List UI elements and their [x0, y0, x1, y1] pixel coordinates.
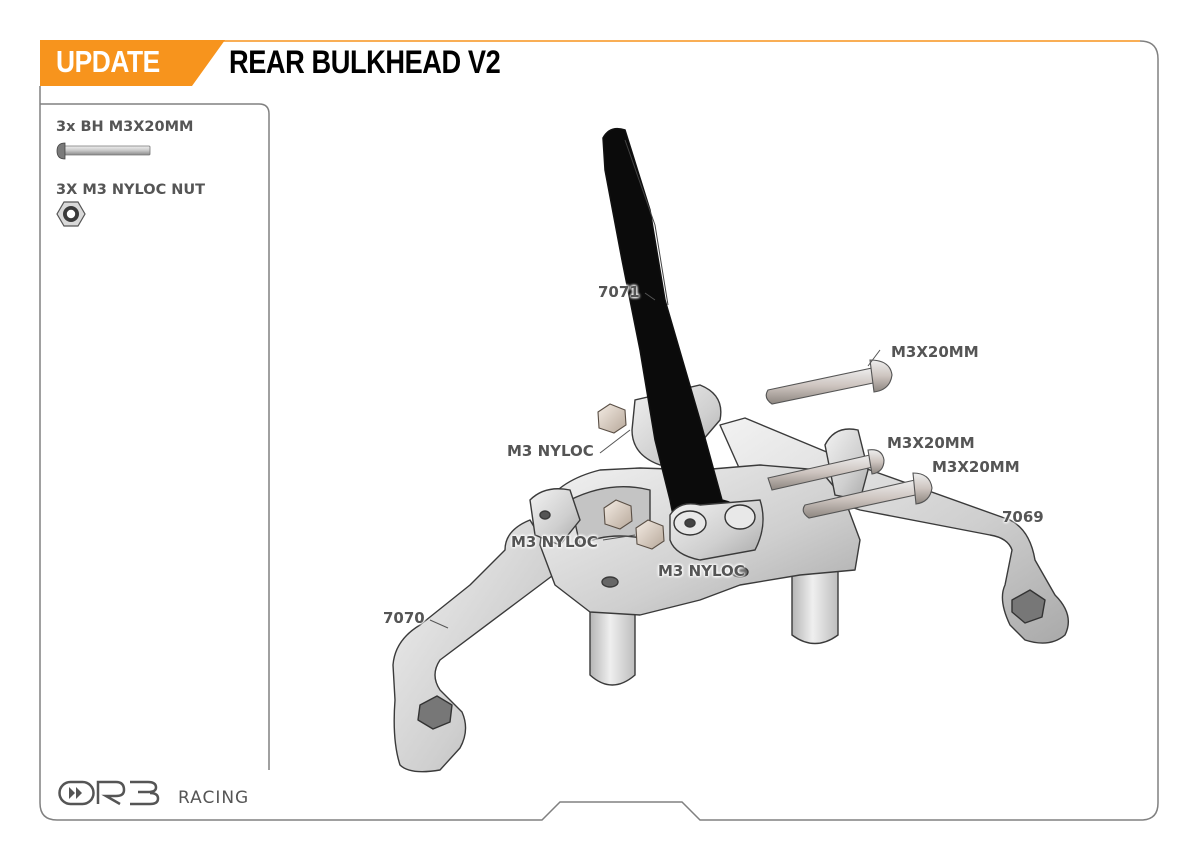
- nut-icon: [56, 201, 86, 227]
- callout-nut-top: M3 NYLOC: [507, 442, 594, 460]
- page-title: REAR BULKHEAD V2: [229, 44, 501, 80]
- callout-nut-front: M3 NYLOC: [658, 562, 745, 580]
- nylon-nuts: [597, 403, 665, 550]
- leader-lines: [429, 292, 881, 629]
- callout-bolt-lower: M3X20MM: [932, 458, 1020, 476]
- callout-bolt-middle: M3X20MM: [887, 434, 975, 452]
- callout-7069: 7069: [1002, 508, 1044, 526]
- lower-posts: [589, 569, 839, 686]
- bolt-top: [765, 359, 893, 405]
- update-label: UPDATE: [56, 44, 160, 79]
- bolt-icon: [56, 142, 151, 160]
- callout-7070: 7070: [383, 609, 425, 627]
- callout-nut-left: M3 NYLOC: [511, 533, 598, 551]
- update-badge: [40, 40, 225, 86]
- parts-item-nut-label: 3X M3 NYLOC NUT: [56, 182, 206, 198]
- front-boss: [669, 499, 764, 561]
- part-7070-left-arm: [392, 519, 561, 773]
- callout-bolt-top: M3X20MM: [891, 343, 979, 361]
- logo-racing-text: RACING: [178, 788, 250, 808]
- orb-logo-mark: [58, 780, 160, 806]
- callout-7071: 7071: [598, 283, 640, 301]
- bolt-middle: [767, 449, 885, 491]
- bolt-lower: [802, 472, 933, 519]
- parts-item-bolt-label: 3x BH M3X20MM: [56, 119, 194, 135]
